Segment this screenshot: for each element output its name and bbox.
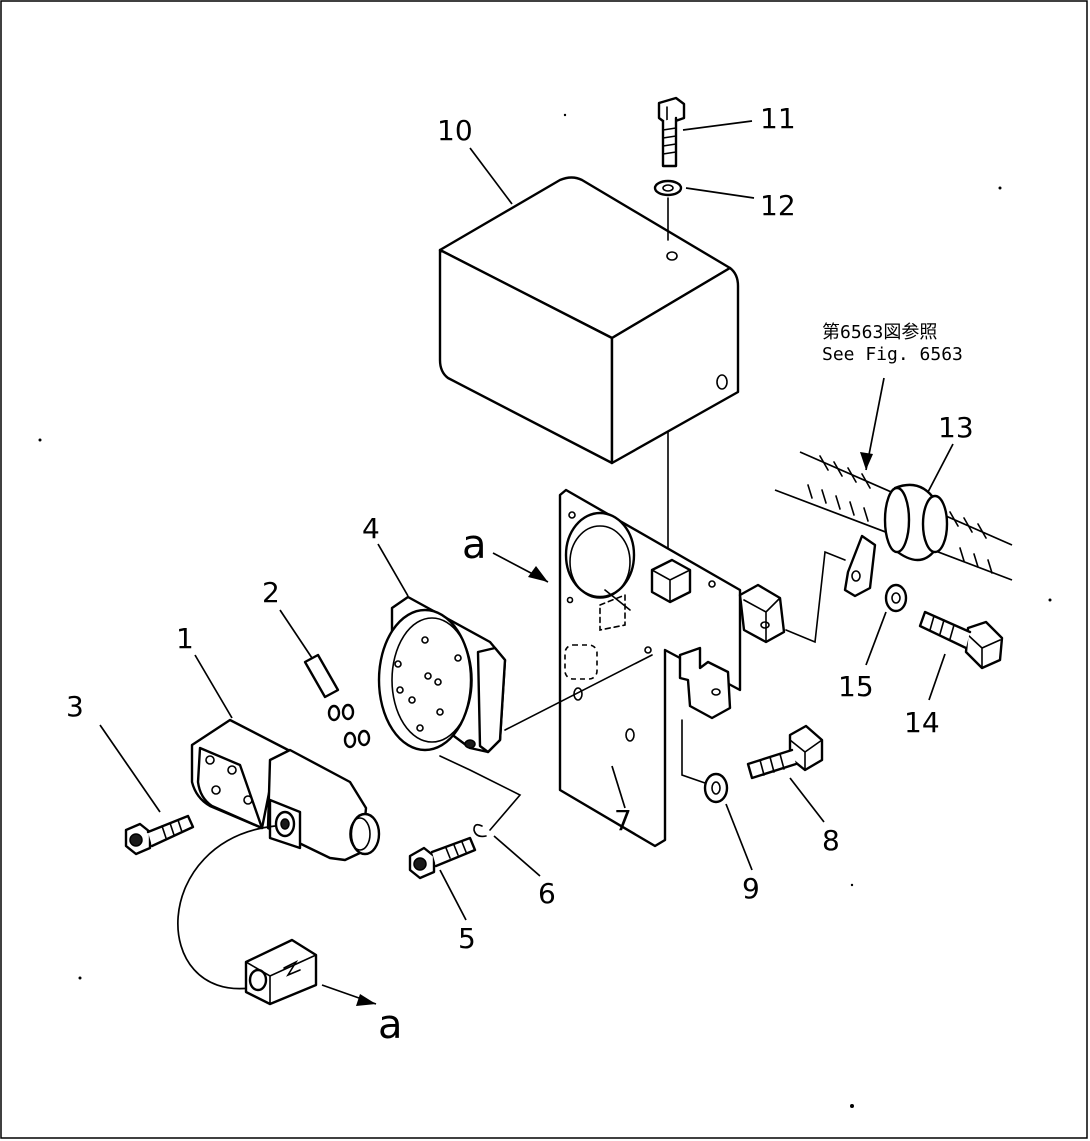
bracket-inner-edge	[604, 589, 631, 611]
part-6-lock-washer	[473, 823, 487, 838]
part-2-pin-orings	[303, 653, 371, 749]
callout-15: 15	[838, 670, 874, 703]
part-11-bolt	[657, 96, 686, 168]
scan-specks	[38, 113, 1052, 1108]
part-7-bracket	[558, 488, 786, 848]
callout-8: 8	[822, 824, 840, 857]
part-1-solenoid-valve	[190, 718, 381, 862]
connection-label-bottom: a	[378, 1002, 403, 1048]
part-13-hose-clamp	[843, 483, 949, 598]
callout-5: 5	[458, 922, 476, 955]
reference-note-japanese: 第6563図参照	[822, 322, 937, 343]
callout-13: 13	[938, 411, 974, 444]
part-3-bolt	[124, 814, 195, 856]
callout-7: 7	[614, 804, 632, 837]
callout-10: 10	[437, 114, 473, 147]
part-14-bolt	[918, 610, 1004, 670]
callout-6: 6	[538, 877, 556, 910]
leader-lines	[99, 120, 954, 921]
assembly-line-4	[504, 654, 653, 731]
connection-arrow-bottom	[321, 984, 377, 1006]
wire-harness	[177, 825, 276, 990]
harness-plug	[244, 938, 318, 1006]
assembly-line-9	[681, 719, 706, 784]
part-8-bolt	[746, 724, 824, 780]
part-9-washer	[703, 772, 729, 804]
callout-4: 4	[362, 512, 380, 545]
part-15-washer	[884, 583, 908, 613]
reference-arrow	[860, 377, 885, 471]
connection-label-top: a	[462, 522, 487, 568]
assembly-line-5	[439, 755, 522, 831]
part-10-cover	[438, 176, 740, 465]
connection-arrow-top	[492, 552, 549, 583]
callout-2: 2	[262, 576, 280, 609]
callout-11: 11	[760, 102, 796, 135]
reference-note-english: See Fig. 6563	[822, 344, 963, 365]
callout-12: 12	[760, 189, 796, 222]
part-4-actuator	[377, 595, 507, 754]
callout-14: 14	[904, 706, 940, 739]
part-12-washer	[653, 179, 683, 197]
part-5-bolt	[408, 836, 477, 880]
callout-1: 1	[176, 622, 194, 655]
assembly-line-13	[785, 550, 846, 644]
callout-3: 3	[66, 690, 84, 723]
callout-9: 9	[742, 872, 760, 905]
